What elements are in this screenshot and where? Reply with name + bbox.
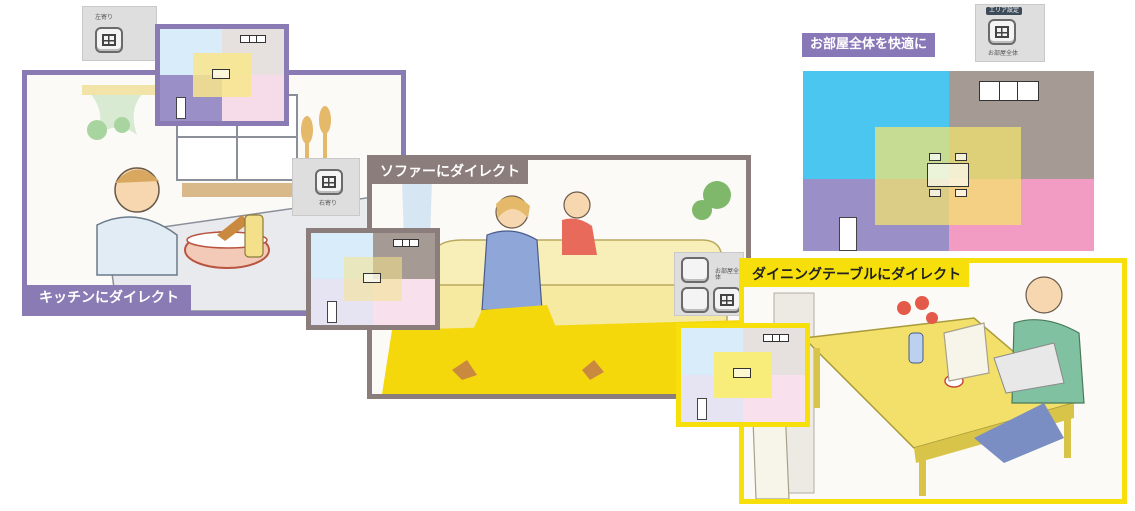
dining-label: ダイニングテーブルにダイレクト <box>744 263 970 287</box>
table-icon <box>927 163 969 187</box>
remote-label-right: 右寄り <box>319 200 338 207</box>
grid-icon <box>720 294 734 306</box>
remote-label-area-setting: エリア設定 <box>986 7 1023 15</box>
sofa-icon <box>979 81 1039 101</box>
remote-button <box>95 27 123 53</box>
whole-room-zone-map <box>803 71 1094 251</box>
grid-icon <box>995 26 1009 38</box>
grid-icon <box>322 176 336 188</box>
fridge-icon <box>176 97 186 119</box>
grid-icon <box>102 34 116 46</box>
table-icon <box>212 69 230 79</box>
remote-thumbnail-kitchen: 左寄り <box>82 6 157 61</box>
sofa-icon <box>763 334 789 342</box>
table-icon <box>733 368 751 378</box>
remote-thumbnail-dining: お部屋全体 <box>674 252 744 316</box>
chair-icon <box>929 189 941 197</box>
remote-button <box>681 257 709 283</box>
sofa-label: ソファーにダイレクト <box>372 160 528 184</box>
remote-thumbnail-whole-room: エリア設定 お部屋全体 <box>975 4 1045 62</box>
remote-label-whole-room: お部屋全体 <box>988 50 1019 57</box>
fridge-icon <box>327 301 337 323</box>
remote-button <box>315 169 343 195</box>
whole-room-label: お部屋全体を快適に <box>802 33 936 57</box>
remote-button <box>988 19 1016 45</box>
sofa-zone-map <box>306 228 440 330</box>
fridge-icon <box>697 398 707 420</box>
kitchen-label: キッチンにダイレクト <box>27 285 191 311</box>
fridge-icon <box>839 217 857 251</box>
sofa-illustration <box>382 180 746 394</box>
remote-label-whole-room: お部屋全体 <box>715 268 740 281</box>
kitchen-zone-map <box>155 24 289 126</box>
remote-button <box>713 287 741 313</box>
dining-zone-map <box>676 323 810 427</box>
sofa-icon <box>393 239 419 247</box>
chair-icon <box>955 189 967 197</box>
sofa-icon <box>240 35 266 43</box>
chair-icon <box>929 153 941 161</box>
chair-icon <box>955 153 967 161</box>
remote-thumbnail-sofa: 右寄り <box>292 158 360 216</box>
remote-label-left: 左寄り <box>95 14 114 21</box>
remote-button <box>681 287 709 313</box>
table-icon <box>363 273 381 283</box>
